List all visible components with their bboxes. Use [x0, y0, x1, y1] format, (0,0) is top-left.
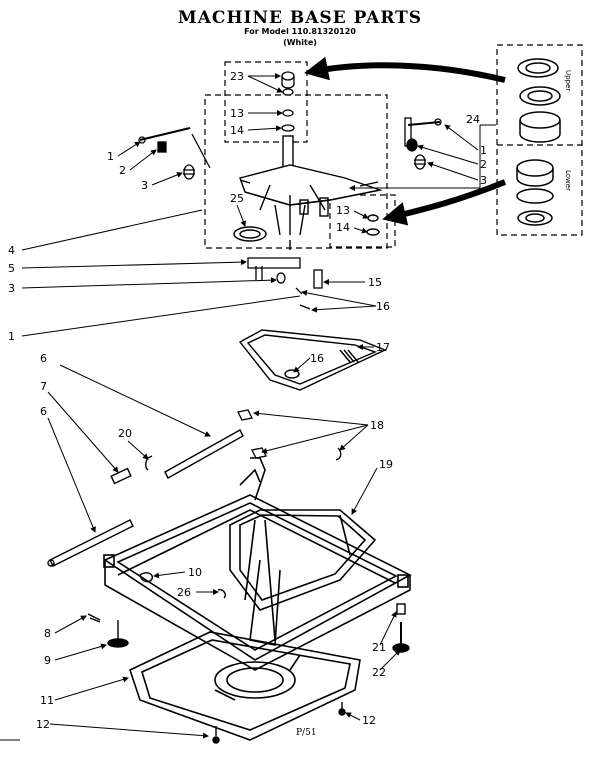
callout-16-top: 16 — [376, 300, 390, 313]
callout-4: 4 — [8, 244, 15, 257]
inset-upper-label: Upper — [564, 70, 572, 91]
inset-box — [496, 44, 583, 236]
callout-6-top: 6 — [40, 352, 47, 365]
callout-16-plate: 16 — [310, 352, 324, 365]
upper-seal-ring-1 — [517, 58, 559, 78]
lower-seal-ring-2 — [516, 188, 554, 204]
callout-12-right: 12 — [362, 714, 376, 727]
model-number: For Model 110.81320120 — [244, 27, 356, 36]
left-pivot-parts — [138, 127, 211, 180]
callout-14-seal: 14 — [336, 221, 350, 234]
lower-seal-ring-1 — [516, 159, 554, 177]
callout-13-top: 13 — [230, 107, 244, 120]
callout-8: 8 — [44, 627, 51, 640]
callout-21: 21 — [372, 641, 386, 654]
clip-parts — [237, 409, 342, 461]
cabinet-base-frame — [103, 457, 412, 671]
callout-13-seal: 13 — [336, 204, 350, 217]
callout-11: 11 — [40, 694, 54, 707]
transmission-assembly — [233, 135, 383, 250]
callout-20: 20 — [118, 427, 132, 440]
upper-bearing — [519, 120, 561, 143]
callout-5: 5 — [8, 262, 15, 275]
leader-lines — [0, 73, 496, 741]
callout-2-right: 2 — [480, 158, 487, 171]
grouping-boxes — [204, 44, 583, 249]
callout-2-left: 2 — [119, 164, 126, 177]
top-cap-group-box — [224, 61, 308, 143]
motor-mount-plate — [238, 329, 387, 391]
leveling-feet — [87, 572, 410, 744]
callout-24: 24 — [466, 113, 480, 126]
cam-seal — [233, 226, 267, 242]
callout-1-right: 1 — [480, 144, 487, 157]
callout-23: 23 — [230, 70, 244, 83]
callout-15: 15 — [368, 276, 382, 289]
callout-labels: 23 13 14 1 2 3 24 1 2 3 13 14 25 4 5 3 1… — [8, 70, 487, 738]
model-color: (White) — [283, 38, 317, 47]
callout-17: 17 — [376, 341, 390, 354]
upper-seal-ring-2 — [519, 86, 561, 106]
callout-18: 18 — [370, 419, 384, 432]
page-title: MACHINE BASE PARTS — [177, 8, 423, 28]
top-cap-parts — [281, 71, 295, 132]
callout-3-right: 3 — [480, 174, 487, 187]
page-code: P/51 — [296, 728, 317, 738]
callout-12-left: 12 — [36, 718, 50, 731]
leveling-bars — [47, 429, 244, 567]
callout-1-left: 1 — [107, 150, 114, 163]
inset-arrows — [304, 56, 507, 226]
agitator-group-box — [204, 94, 388, 249]
callout-10: 10 — [188, 566, 202, 579]
callout-6-bottom: 6 — [40, 405, 47, 418]
callout-22: 22 — [372, 666, 386, 679]
callout-25: 25 — [230, 192, 244, 205]
base-plate — [129, 631, 361, 741]
lower-seal-ring-3 — [517, 210, 553, 226]
callout-14-top: 14 — [230, 124, 244, 137]
callout-9: 9 — [44, 654, 51, 667]
callout-3-left: 3 — [141, 179, 148, 192]
callout-26: 26 — [177, 586, 191, 599]
inset-lower-label: Lower — [564, 170, 572, 191]
inset-bearing-drawings — [516, 58, 561, 226]
mid-parts — [247, 257, 323, 310]
callout-19: 19 — [379, 458, 393, 471]
right-pivot-parts — [404, 117, 442, 170]
callout-7: 7 — [40, 380, 47, 393]
callout-3-mid: 3 — [8, 282, 15, 295]
callout-1-mid: 1 — [8, 330, 15, 343]
